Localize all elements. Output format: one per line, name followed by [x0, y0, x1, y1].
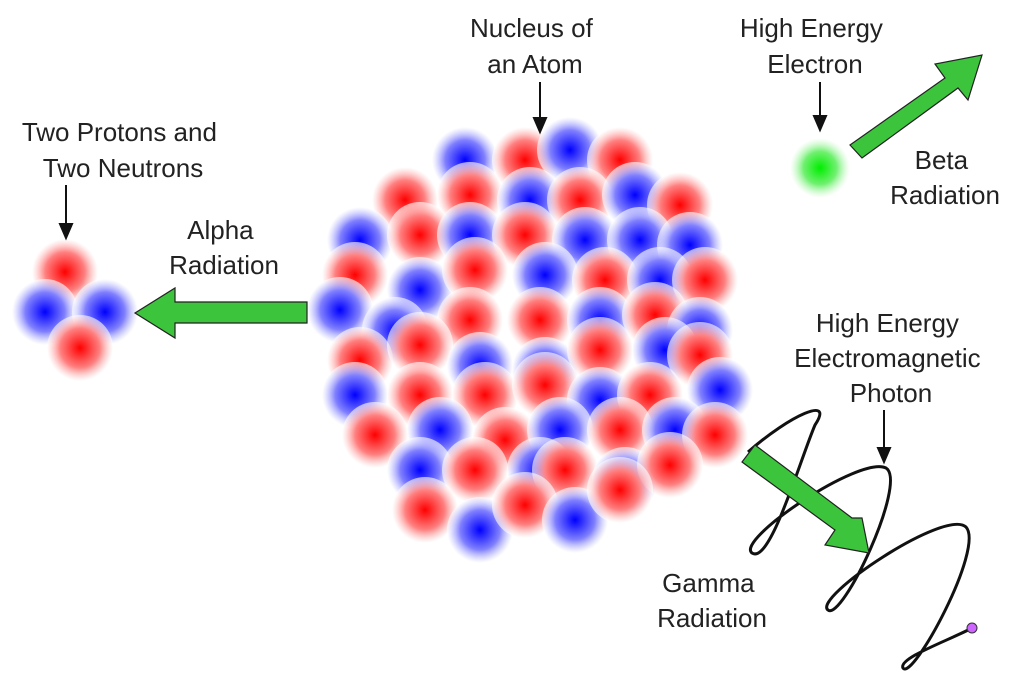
- beta-radiation-arrow: [849, 54, 983, 159]
- proton: [492, 472, 558, 538]
- beta-radiation-label: Beta Radiation: [890, 145, 1000, 210]
- gamma-radiation-arrow: [741, 444, 870, 554]
- proton: [567, 317, 633, 383]
- photon-label: High Energy Electromagnetic Photon: [794, 308, 988, 408]
- nucleus: [307, 117, 753, 563]
- proton: [47, 315, 113, 381]
- proton: [507, 287, 573, 353]
- proton: [392, 477, 458, 543]
- proton: [387, 202, 453, 268]
- gamma-radiation-label: Gamma Radiation: [657, 568, 767, 633]
- proton: [587, 457, 653, 523]
- electron-label: High Energy Electron: [740, 13, 890, 79]
- photon-end-dot: [966, 622, 978, 634]
- proton: [442, 237, 508, 303]
- proton: [587, 397, 653, 463]
- photon-wave: [747, 408, 973, 671]
- alpha-radiation-arrow: [133, 286, 308, 340]
- alpha-particle: [12, 239, 138, 381]
- nucleus-pointer-arrow: [532, 82, 548, 135]
- proton: [442, 437, 508, 503]
- neutron: [307, 277, 373, 343]
- neutron: [537, 117, 603, 183]
- proton: [672, 247, 738, 313]
- alpha-particle-label: Two Protons and Two Neutrons: [22, 117, 224, 183]
- alpha-radiation-label: Alpha Radiation: [169, 215, 279, 280]
- photon-pointer-arrow: [876, 410, 892, 465]
- nucleus-label: Nucleus of an Atom: [470, 13, 600, 79]
- electron: [790, 138, 850, 198]
- proton: [387, 312, 453, 378]
- proton: [637, 432, 703, 498]
- alpha-particle-pointer-arrow: [58, 185, 74, 241]
- electron-pointer-arrow: [812, 82, 828, 133]
- proton: [342, 402, 408, 468]
